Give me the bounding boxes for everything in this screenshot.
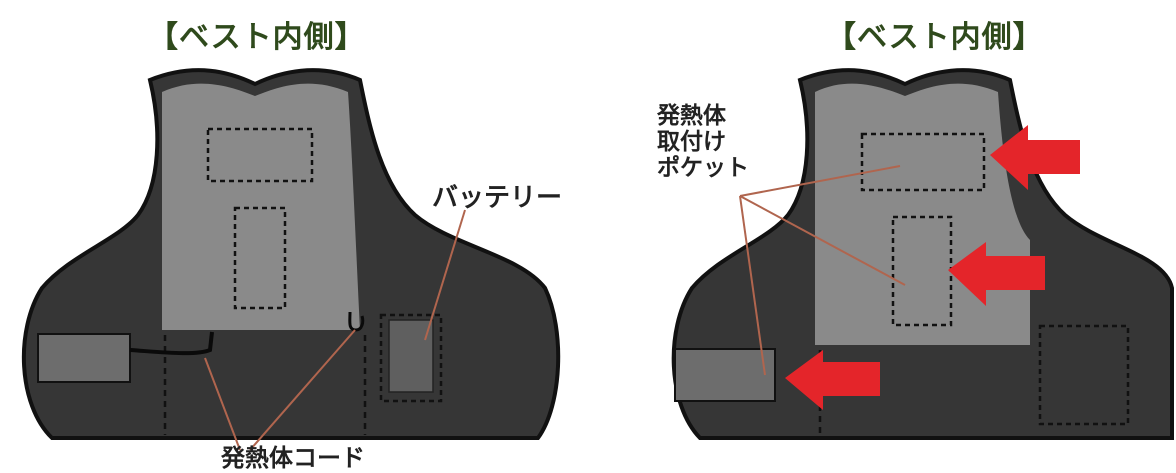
right-vest-inner-panel <box>815 83 1030 345</box>
right-pocket-lower-right <box>1038 324 1130 426</box>
left-battery <box>388 319 434 393</box>
right-heating-pad <box>674 348 776 402</box>
left-heating-cord <box>129 331 214 356</box>
cord-leader-line-2 <box>249 329 356 451</box>
battery-leader-line <box>424 209 466 341</box>
pocket-leader-line-3 <box>739 195 766 376</box>
right-panel-title: 【ベスト内側】 <box>826 20 1044 55</box>
heating-cord-label: 発熱体コード <box>221 444 365 472</box>
battery-label: バッテリー <box>432 183 563 213</box>
pocket-label-line-2: 取付け <box>657 129 726 155</box>
left-battery-pocket <box>379 313 443 403</box>
left-vest <box>21 68 561 451</box>
pocket-leader-line-1 <box>739 165 901 197</box>
left-pocket-middle <box>233 206 287 310</box>
cord-leader-line-1 <box>204 357 241 451</box>
right-vest <box>671 68 1174 440</box>
left-panel-title: 【ベスト内側】 <box>148 20 366 55</box>
pocket-leader-line-2 <box>739 195 906 286</box>
left-heating-cord-end <box>348 311 365 332</box>
red-arrow-middle <box>948 242 1045 306</box>
pocket-label-line-1: 発熱体 <box>657 103 726 129</box>
red-arrow-top <box>990 125 1080 190</box>
red-arrow-bottom <box>785 350 880 410</box>
left-vest-inner-panel <box>162 83 360 330</box>
right-pocket-top <box>860 132 986 192</box>
left-heating-pad <box>37 333 131 383</box>
pocket-label-line-3: ポケット <box>657 155 749 181</box>
left-pocket-top <box>206 127 314 183</box>
